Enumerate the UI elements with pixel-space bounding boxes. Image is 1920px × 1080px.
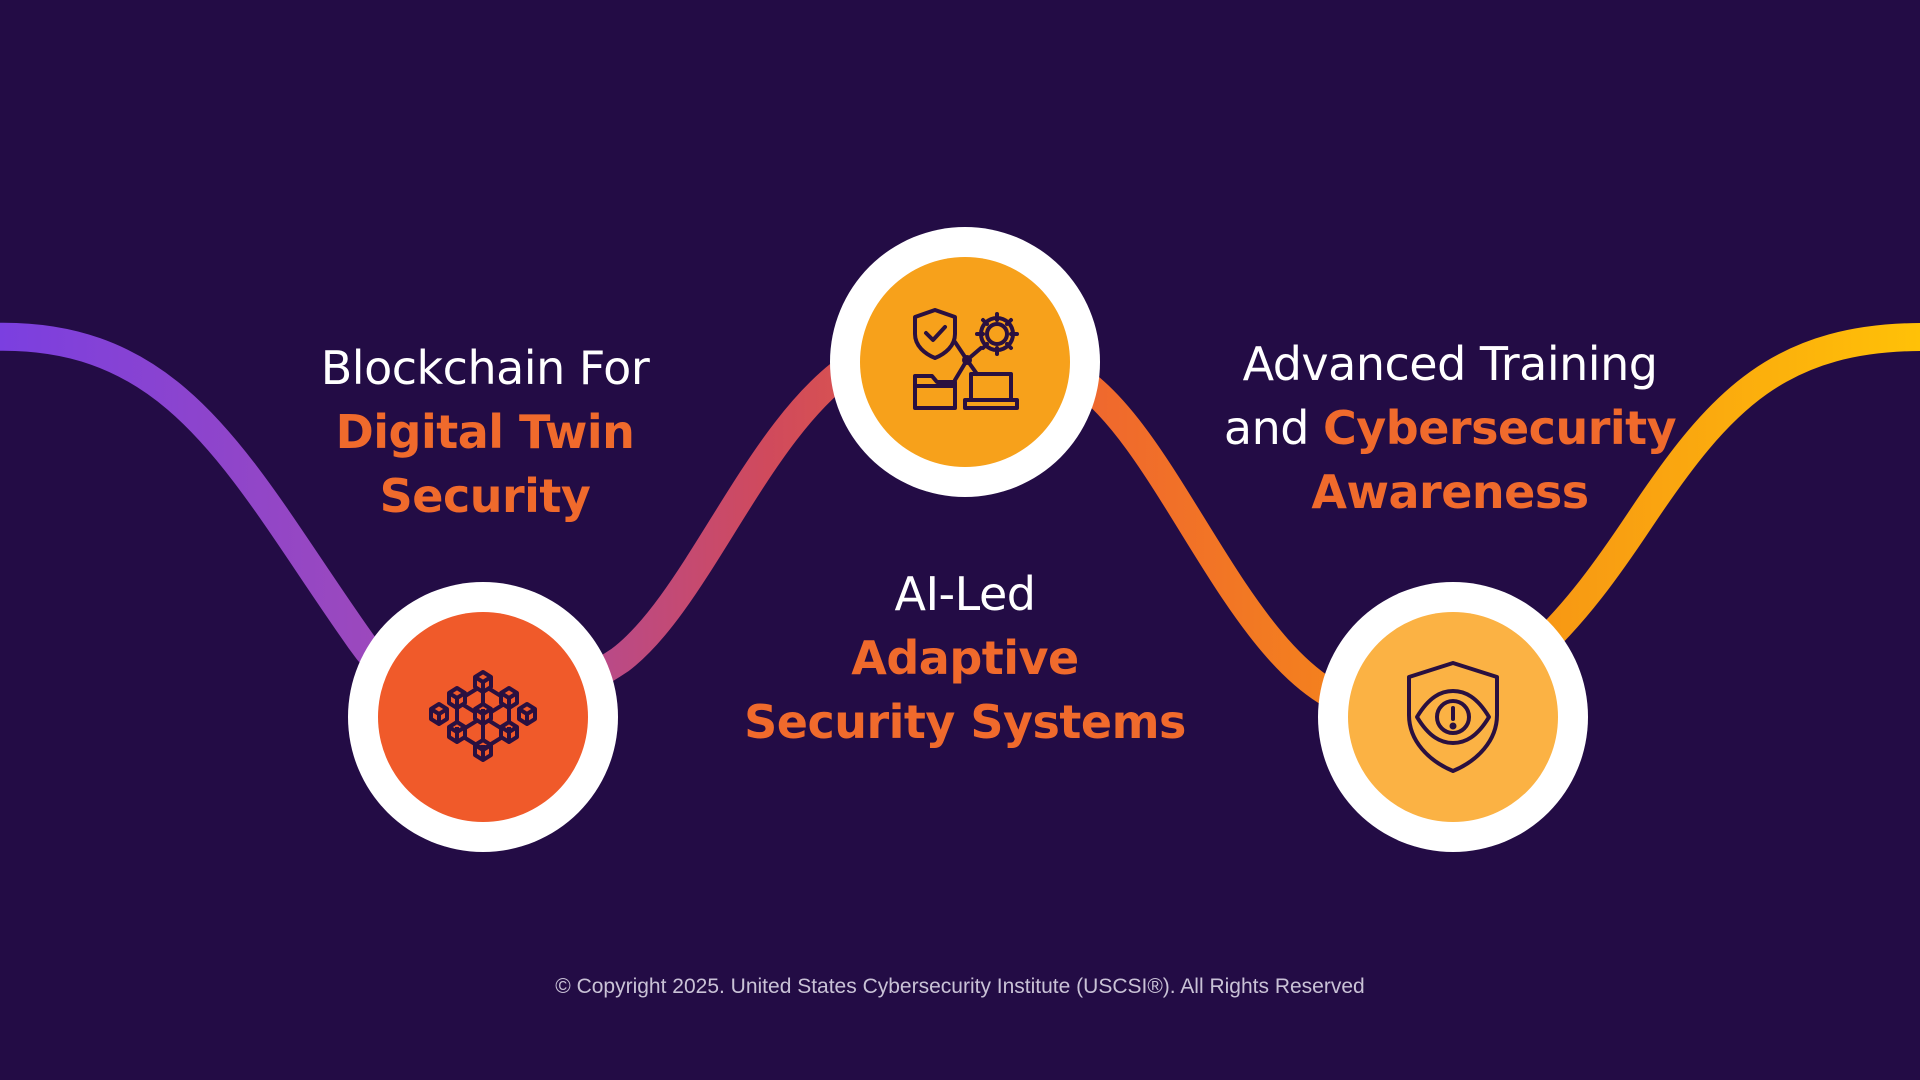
step-1-title-white: Blockchain For [320,341,650,395]
step-3-title-orange-line3: Awareness [1311,465,1589,519]
step-1-circle [348,582,618,852]
copyright-footer: © Copyright 2025. United States Cybersec… [555,975,1365,998]
blockchain-network-icon [429,670,537,762]
step-3-title-white-line1: Advanced Training [1242,337,1658,391]
step-2-title-orange: Adaptive Security Systems [744,631,1186,749]
eye-shield-alert-icon [1407,661,1499,773]
step-3-title-orange-line2: Cybersecurity [1323,401,1677,455]
step-3-label: Advanced Training and Cybersecurity Awar… [1170,332,1730,524]
step-1-title-orange: Digital Twin Security [335,405,635,523]
security-automation-icon [913,308,1019,410]
step-2-circle-fill [860,257,1070,467]
step-3-title-white-line2: and [1223,401,1324,455]
step-1-circle-fill [378,612,588,822]
step-2-title-white: AI-Led [894,567,1036,621]
step-2-label: AI-Led Adaptive Security Systems [690,562,1240,754]
step-3-circle-fill [1348,612,1558,822]
step-3-circle [1318,582,1588,852]
step-2-circle [830,227,1100,497]
step-1-label: Blockchain For Digital Twin Security [240,336,730,528]
